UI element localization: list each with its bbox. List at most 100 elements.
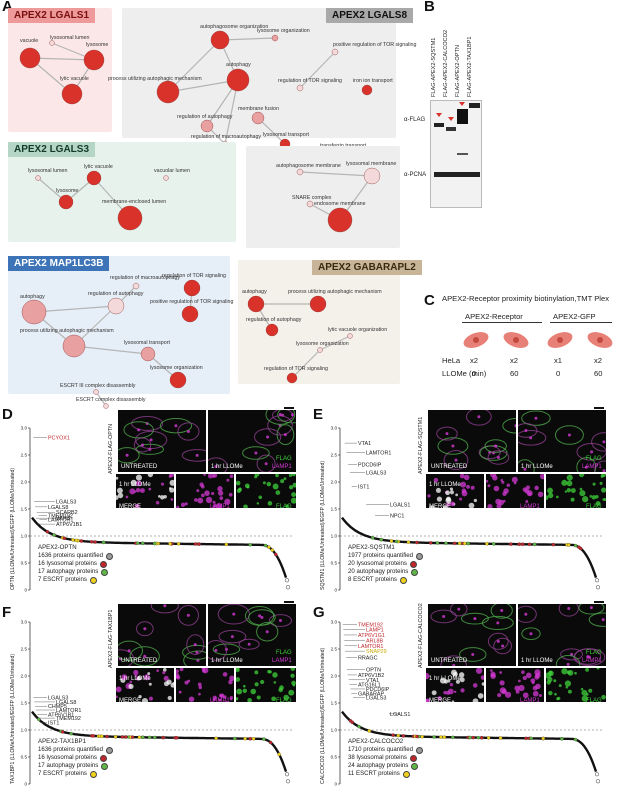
micrograph: FLAG — [546, 668, 606, 702]
network-node — [361, 84, 373, 96]
y-tick-label: 3.0 — [21, 620, 28, 625]
category-point — [101, 540, 106, 545]
category-point — [52, 533, 56, 537]
network-node — [93, 389, 99, 395]
panel-letter-a: A — [2, 0, 13, 15]
blot-membrane — [430, 100, 482, 208]
network-edge — [167, 39, 221, 93]
y-tick-label: 2.0 — [331, 480, 338, 485]
category-point — [560, 737, 564, 741]
micro-caption: APEX2-FLAG-CALCOCO2 — [418, 603, 424, 668]
legend-entry: 16 lysosomal proteins — [38, 560, 113, 568]
category-point — [532, 542, 537, 547]
network-node — [140, 346, 156, 362]
category-point — [93, 540, 97, 544]
category-point — [529, 736, 533, 741]
category-point — [233, 736, 237, 741]
category-point — [415, 540, 419, 545]
legend-dot-icon — [99, 560, 107, 568]
callout-label: TMEM192 — [48, 513, 73, 519]
micro-caption: APEX2-FLAG-TAX1BP1 — [108, 609, 114, 668]
legend-dot-icon — [402, 770, 410, 778]
tmt-cell: x2 — [470, 356, 479, 365]
panel-letter-c: C — [424, 292, 435, 309]
blot-row-label: α-PCNA — [404, 172, 427, 178]
legend-dot-icon — [411, 568, 419, 576]
y-tick-label: 0 — [334, 588, 337, 593]
legend-title: APEX2-SQSTM1 — [348, 544, 395, 551]
panel-letter-d: D — [2, 406, 13, 423]
legend-entry: 1977 proteins quantified — [348, 552, 424, 560]
category-point — [137, 735, 142, 739]
tmt-cell: x2 — [594, 356, 603, 365]
legend-dot-icon — [399, 576, 407, 584]
category-point — [442, 735, 447, 739]
callout-label: VTA1 — [358, 441, 371, 447]
category-point — [89, 540, 94, 544]
category-point — [573, 543, 578, 548]
micrograph-signal — [426, 668, 484, 702]
micrograph-label: FLAG — [586, 698, 602, 702]
legend-entry: 1710 proteins quantified — [348, 746, 424, 754]
y-tick-label: 3.0 — [331, 426, 338, 431]
category-point — [193, 542, 198, 546]
network-node-label: process utilizing autophagic mechanism — [108, 76, 202, 82]
network-edge — [299, 51, 336, 89]
micrograph-signal — [430, 604, 514, 666]
callout-label: LGALS3 — [48, 696, 68, 702]
scale-bar — [284, 407, 294, 409]
callout-label: LGALS3 — [366, 470, 386, 476]
legend-dot-icon — [411, 762, 419, 770]
category-point — [401, 734, 406, 738]
callout-label: SNAP29 — [366, 649, 387, 655]
category-point — [105, 734, 109, 739]
category-point — [91, 734, 96, 738]
micrograph-label: UNTREATED — [121, 658, 158, 664]
legend-entry-label: 20 autophagy proteins — [348, 568, 409, 575]
blot-column-label: FLAG-APEX2-CALCOCO2 — [443, 29, 449, 97]
legend-entry-label: 7 ESCRT proteins — [38, 576, 87, 583]
legend-entry: 11 ESCRT proteins — [348, 770, 423, 778]
micrograph-signal — [236, 474, 296, 508]
micrograph-signal — [176, 668, 234, 702]
micrograph-label: 1 hr LLOMe — [211, 464, 243, 470]
panel-letter-b: B — [424, 0, 435, 15]
legend-title: APEX2-CALCOCO2 — [348, 738, 404, 745]
callout-label: ARL8B — [366, 638, 383, 644]
outlier-point — [595, 779, 601, 784]
micrograph-label: MERGE — [429, 504, 452, 508]
category-point — [551, 542, 556, 547]
y-tick-label: 1.5 — [21, 507, 28, 512]
network-node-label: vacuole — [20, 38, 38, 44]
legend-entry-label: 1710 proteins quantified — [348, 746, 414, 753]
network-node-label: positive regulation of TOR signaling — [333, 42, 416, 48]
category-point — [62, 536, 67, 541]
micrograph-label: MERGE — [119, 698, 142, 702]
legend-entry: 24 autophagy proteins — [348, 762, 423, 770]
micrograph-signal — [208, 410, 296, 472]
network-edge — [73, 345, 149, 355]
category-point — [168, 541, 172, 546]
network-node — [49, 40, 55, 46]
category-point — [527, 542, 532, 547]
micrograph-signal — [176, 474, 234, 508]
category-point — [451, 735, 455, 740]
callout-label: ATP6V1B1 — [56, 522, 82, 528]
micrograph-signal — [518, 410, 606, 472]
callout-label: LGALS1 — [390, 503, 410, 509]
network-node-label: process utilizing autophagic mechanism — [20, 328, 114, 334]
network-tag-lgals8: APEX2 LGALS8 — [326, 8, 414, 23]
micrograph-label: FLAG — [276, 698, 292, 702]
category-point — [262, 737, 266, 741]
category-point — [277, 752, 281, 757]
legend-dot-icon — [99, 754, 107, 762]
cell-icons — [463, 332, 613, 348]
callout-label: ATG16L1 — [358, 683, 381, 689]
micrograph-label: 1 hr LLOMe — [119, 482, 151, 488]
category-point — [432, 735, 436, 739]
